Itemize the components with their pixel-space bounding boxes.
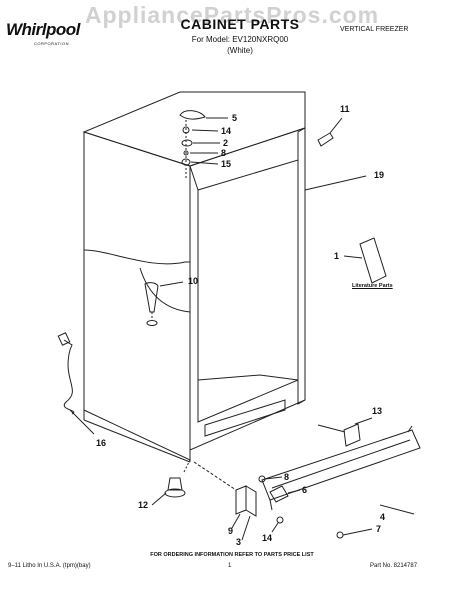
callout-3: 3 xyxy=(236,537,242,547)
literature-parts-icon xyxy=(359,237,387,284)
litho-info: 9–11 Litho In U.S.A. (tpm)(bay) xyxy=(8,563,91,569)
callout-13: 13 xyxy=(372,406,383,416)
callout-16: 16 xyxy=(96,438,107,448)
callout-6: 6 xyxy=(302,485,308,495)
cabinet-top xyxy=(82,91,306,167)
hinge-pin-10 xyxy=(144,282,159,313)
base-slot xyxy=(204,399,286,437)
part-13 xyxy=(343,423,361,447)
cabinet-left-side xyxy=(83,131,191,461)
callout-8: 8 xyxy=(221,148,227,158)
bracket xyxy=(235,485,247,515)
callout-1: 1 xyxy=(334,251,340,261)
hinge-part-5 xyxy=(179,110,206,120)
callout-11: 11 xyxy=(340,104,350,114)
product-category: VERTICAL FREEZER xyxy=(340,26,409,33)
part-11 xyxy=(317,132,334,147)
cabinet-right-side xyxy=(297,127,306,405)
callout-14-lower: 14 xyxy=(262,533,273,543)
callout-4: 4 xyxy=(380,512,386,522)
power-cord xyxy=(63,339,75,415)
logo-subtitle: CORPORATION xyxy=(34,41,69,46)
part-number: Part No. 8214787 xyxy=(370,563,418,569)
callout-2: 2 xyxy=(223,138,229,148)
cabinet-opening xyxy=(197,159,299,423)
callout-10: 10 xyxy=(188,276,199,286)
cabinet-front-frame xyxy=(189,127,306,451)
ordering-note: FOR ORDERING INFORMATION REFER TO PARTS … xyxy=(150,552,314,558)
callout-8-lower: 8 xyxy=(284,472,290,482)
callout-9: 9 xyxy=(228,526,234,536)
callout-5: 5 xyxy=(232,113,238,123)
literature-parts-label: Literature Parts xyxy=(352,283,393,289)
callout-19: 19 xyxy=(374,170,385,180)
callout-12: 12 xyxy=(138,500,149,510)
model-color: (White) xyxy=(227,46,253,55)
callout-15: 15 xyxy=(221,159,232,169)
leveling-leg xyxy=(167,477,183,491)
callout-7: 7 xyxy=(376,524,382,534)
whirlpool-logo: Whirlpool xyxy=(6,20,80,39)
model-number: For Model: EV120NXRQ00 xyxy=(191,35,289,44)
base-grille xyxy=(261,429,421,501)
page-title: CABINET PARTS xyxy=(180,16,300,32)
callout-14: 14 xyxy=(221,126,232,136)
page-number: 1 xyxy=(228,563,232,569)
part-6 xyxy=(269,485,289,503)
watermark: AppliancePartsPros.com xyxy=(84,2,380,28)
